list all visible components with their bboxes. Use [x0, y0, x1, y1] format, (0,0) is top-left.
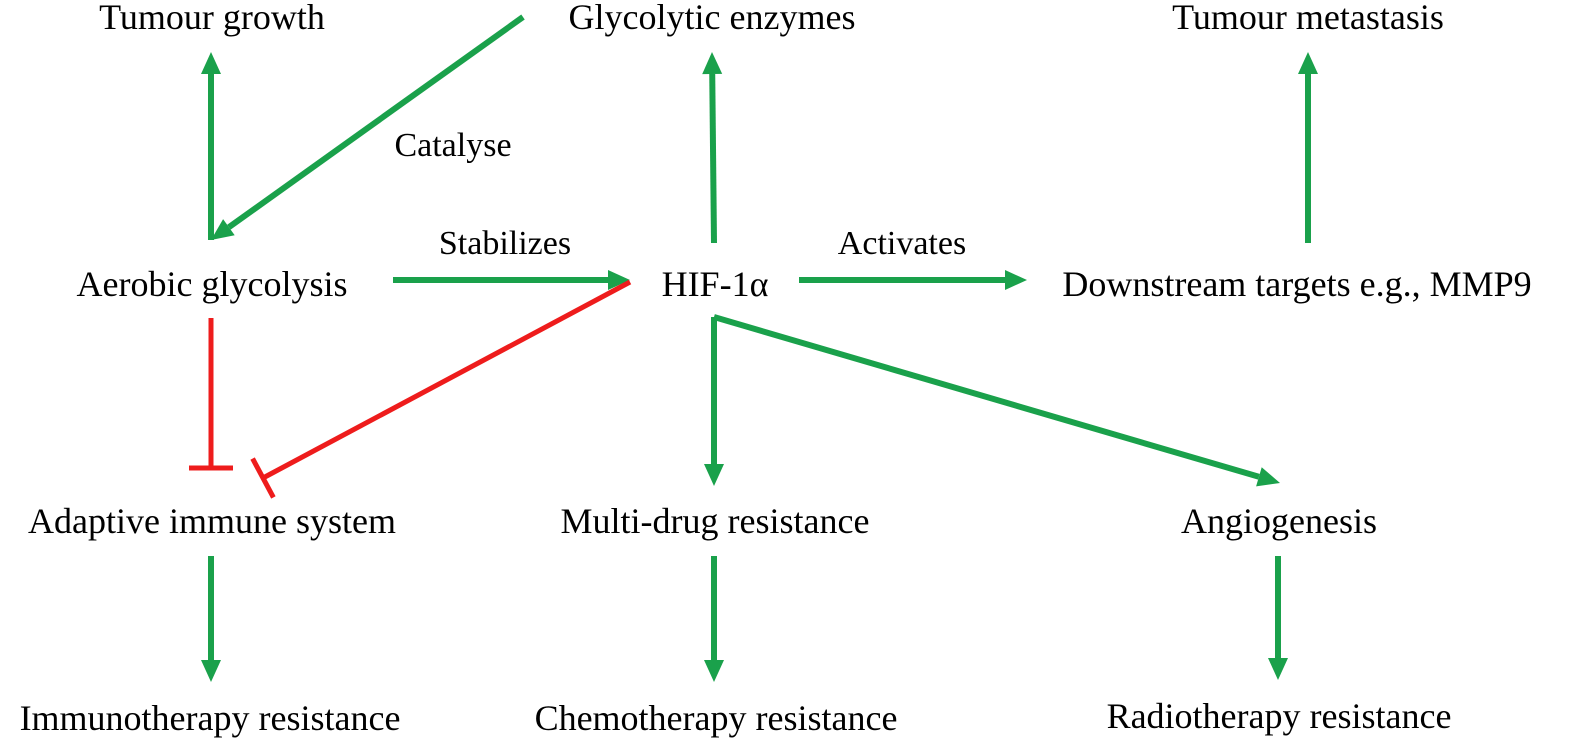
edge-angiogenesis-to-radiotherapy-resistance [1268, 556, 1288, 680]
arrowhead-icon [201, 660, 221, 682]
arrowhead-icon [201, 52, 221, 74]
arrowhead-icon [1268, 658, 1288, 680]
edge-hif1a-to-downstream-targets [799, 270, 1027, 290]
edge-multi-drug-resistance-to-chemotherapy-resistance [704, 556, 724, 682]
edge-hif1a-to-adaptive-immune-system [250, 279, 632, 499]
node-glycolytic-enzymes: Glycolytic enzymes [568, 0, 856, 37]
edge-shaft [713, 314, 1260, 480]
node-chemotherapy-resistance: Chemotherapy resistance [534, 698, 898, 738]
arrowhead-icon [608, 270, 630, 290]
arrowhead-icon [1298, 52, 1318, 74]
node-aerobic-glycolysis: Aerobic glycolysis [76, 264, 348, 304]
node-adaptive-immune-system: Adaptive immune system [28, 501, 396, 541]
node-hif1a: HIF-1α [661, 264, 769, 304]
node-multi-drug-resistance: Multi-drug resistance [560, 501, 870, 541]
edge-aerobic-glycolysis-to-hif1a [393, 270, 630, 290]
arrowhead-icon [1005, 270, 1027, 290]
edge-glycolytic-enzymes-to-aerobic-glycolysis [211, 14, 525, 240]
arrowhead-icon [211, 219, 235, 240]
edge-aerobic-glycolysis-to-adaptive-immune-system [189, 318, 233, 471]
edge-shaft [227, 14, 525, 230]
edge-aerobic-glycolysis-to-tumour-growth [201, 52, 221, 240]
node-angiogenesis: Angiogenesis [1181, 501, 1377, 541]
arrowhead-icon [704, 660, 724, 682]
node-tumour-growth: Tumour growth [99, 0, 325, 37]
edge-shaft [261, 279, 632, 481]
arrowhead-icon [1256, 467, 1280, 487]
edge-label-activates: Activates [837, 225, 967, 262]
node-tumour-metastasis: Tumour metastasis [1172, 0, 1444, 37]
inhibition-bar-icon [250, 457, 276, 499]
arrowhead-icon [702, 52, 723, 75]
edge-adaptive-immune-system-to-immunotherapy-resistance [201, 556, 221, 682]
node-radiotherapy-resistance: Radiotherapy resistance [1106, 696, 1452, 736]
edge-label-catalyse: Catalyse [394, 127, 512, 164]
edge-hif1a-to-multi-drug-resistance [704, 317, 724, 486]
edge-label-stabilizes: Stabilizes [438, 225, 572, 262]
edge-shaft [709, 73, 717, 244]
edge-hif1a-to-glycolytic-enzymes [702, 52, 723, 244]
edge-hif1a-to-angiogenesis [713, 314, 1280, 487]
node-downstream-targets: Downstream targets e.g., MMP9 [1062, 264, 1532, 304]
edge-downstream-targets-to-tumour-metastasis [1298, 52, 1318, 243]
arrowhead-icon [704, 464, 724, 486]
node-immunotherapy-resistance: Immunotherapy resistance [19, 698, 401, 738]
